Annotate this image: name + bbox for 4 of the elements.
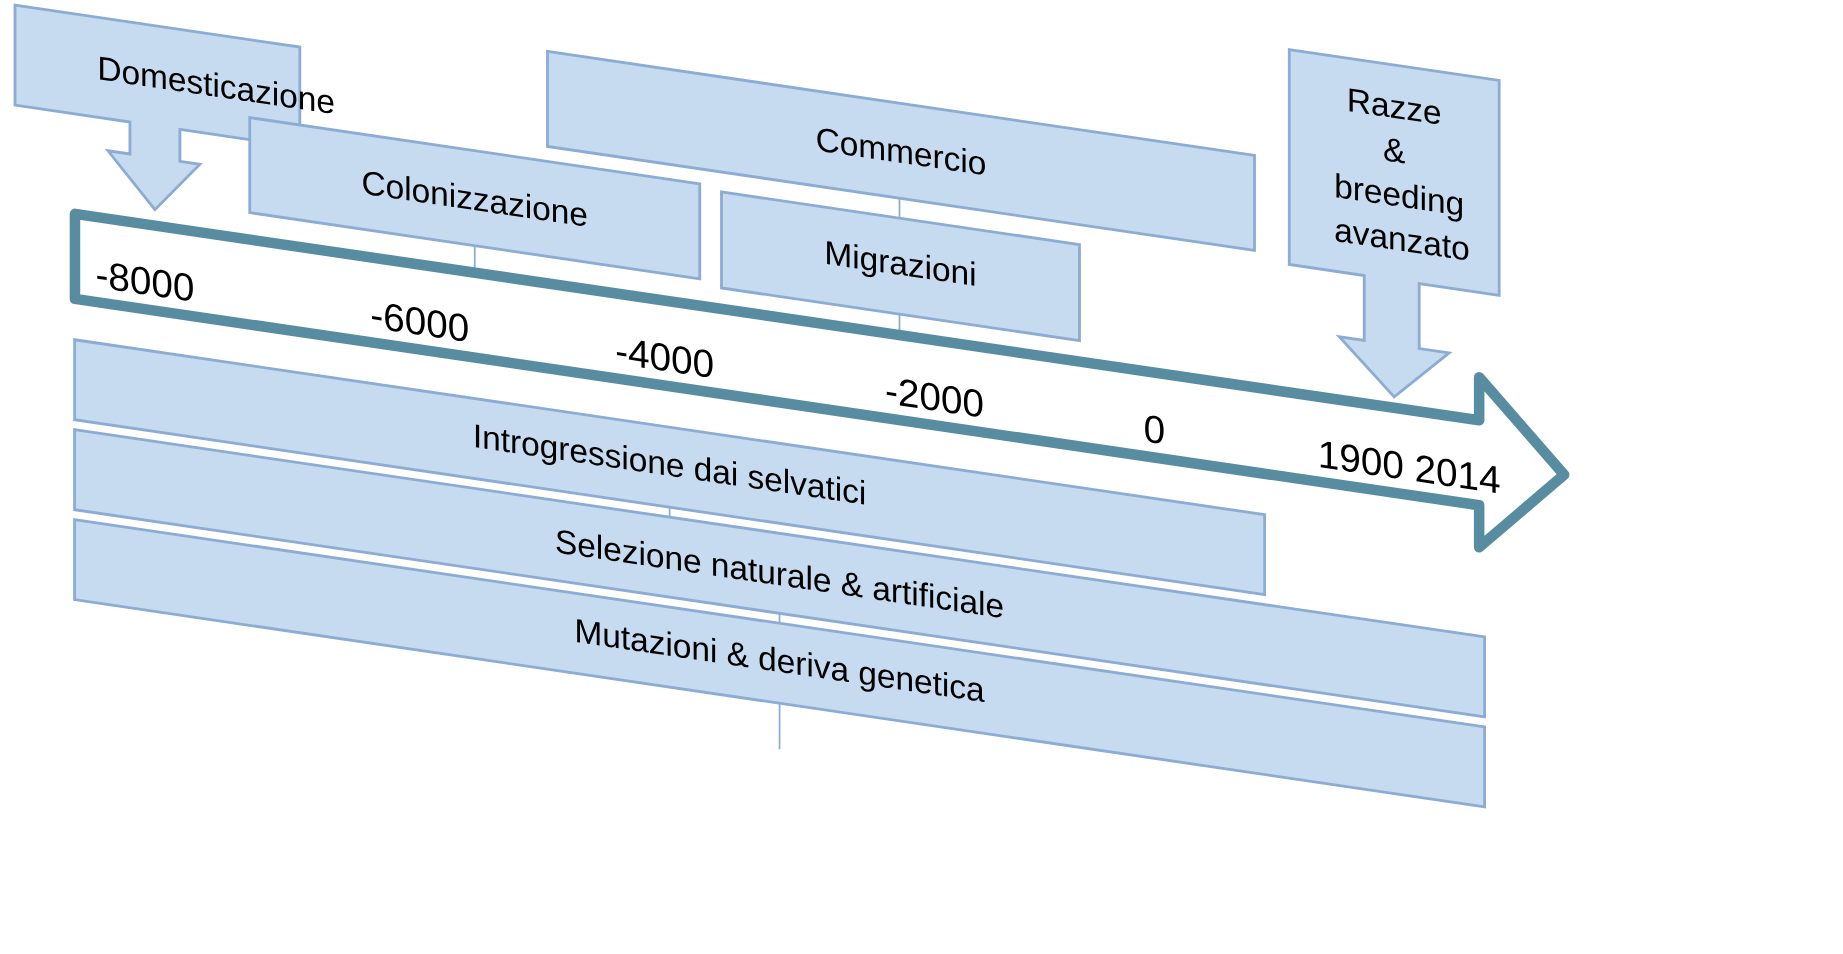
year-label: -8000 (97, 263, 193, 301)
band-box: Colonizzazione (248, 116, 702, 281)
year-label: -2000 (886, 379, 983, 417)
year-label: -4000 (616, 340, 713, 378)
